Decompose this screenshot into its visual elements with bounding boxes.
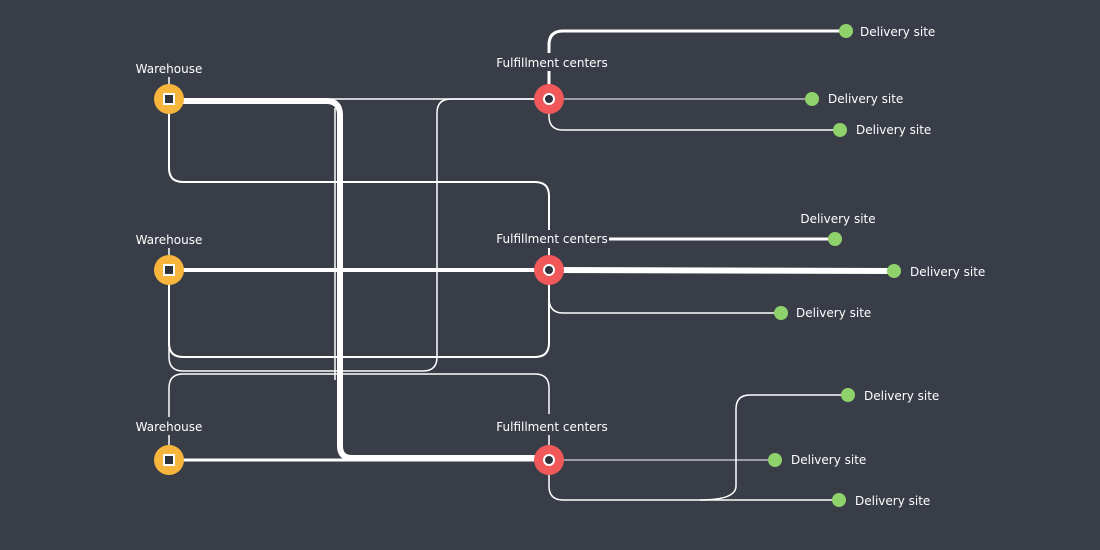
- delivery-site-node[interactable]: Delivery site: [768, 453, 866, 467]
- delivery-site-label: Delivery site: [828, 92, 903, 106]
- delivery-site-label: Delivery site: [856, 123, 931, 137]
- warehouse-square-icon: [163, 93, 175, 105]
- label-backplate: [135, 230, 205, 248]
- delivery-site-node[interactable]: Delivery site: [833, 123, 931, 137]
- delivery-site-dot: [828, 232, 842, 246]
- delivery-site-node[interactable]: Delivery site: [800, 212, 876, 246]
- fulfillment-dot-icon: [543, 454, 555, 466]
- fulfillment-center-label: Fulfillment centers: [496, 420, 607, 434]
- link-w2-f1: [168, 98, 549, 372]
- link-w1-f3: [169, 98, 549, 461]
- delivery-site-label: Delivery site: [860, 25, 935, 39]
- warehouse-label: Warehouse: [136, 62, 203, 76]
- link-f3-d3: [548, 460, 839, 501]
- delivery-site-label: Delivery site: [791, 453, 866, 467]
- delivery-site-label: Delivery site: [796, 306, 871, 320]
- fulfillment-center-node[interactable]: Fulfillment centers: [496, 56, 608, 114]
- delivery-site-dot: [832, 493, 846, 507]
- warehouse-square-icon: [163, 454, 175, 466]
- fulfillment-center-node[interactable]: Fulfillment centers: [496, 232, 608, 285]
- delivery-site-dot: [768, 453, 782, 467]
- delivery-site-node[interactable]: Delivery site: [832, 493, 930, 508]
- delivery-site-dot: [833, 123, 847, 137]
- label-backplate: [497, 230, 609, 248]
- delivery-site-dot: [774, 306, 788, 320]
- fulfillment-center-label: Fulfillment centers: [496, 232, 607, 246]
- link-w3-loop: [168, 373, 550, 418]
- delivery-site-dot: [839, 24, 853, 38]
- delivery-site-label: Delivery site: [864, 389, 939, 403]
- fulfillment-center-node[interactable]: Fulfillment centers: [496, 420, 608, 475]
- link-f2-d2: [548, 267, 895, 274]
- fulfillment-dot-icon: [543, 264, 555, 276]
- warehouse-label: Warehouse: [136, 420, 203, 434]
- link-f1-d3: [548, 99, 840, 131]
- delivery-site-label: Delivery site: [855, 494, 930, 508]
- fulfillment-center-label: Fulfillment centers: [496, 56, 607, 70]
- delivery-site-dot: [841, 388, 855, 402]
- link-w2-f2-loop: [168, 270, 550, 358]
- delivery-site-node[interactable]: Delivery site: [839, 24, 935, 39]
- delivery-site-node[interactable]: Delivery site: [887, 264, 985, 279]
- delivery-site-node[interactable]: Delivery site: [805, 92, 903, 106]
- fulfillment-dot-icon: [543, 93, 555, 105]
- link-f2-d3: [548, 270, 781, 314]
- label-backplate: [497, 417, 609, 435]
- delivery-site-label: Delivery site: [800, 212, 875, 226]
- warehouse-node[interactable]: Warehouse: [136, 62, 203, 114]
- warehouse-node[interactable]: Warehouse: [136, 420, 203, 475]
- label-backplate: [135, 59, 205, 77]
- delivery-site-dot: [887, 264, 901, 278]
- label-backplate: [135, 417, 205, 435]
- warehouse-label: Warehouse: [136, 233, 203, 247]
- label-backplate: [497, 53, 609, 71]
- link-w1-f2: [168, 99, 550, 270]
- delivery-site-node[interactable]: Delivery site: [774, 306, 871, 320]
- delivery-site-label: Delivery site: [910, 265, 985, 279]
- link-f1-d1: [547, 29, 846, 99]
- warehouse-node[interactable]: Warehouse: [136, 233, 203, 285]
- warehouse-square-icon: [163, 264, 175, 276]
- delivery-site-dot: [805, 92, 819, 106]
- link-f3-d1: [699, 394, 848, 501]
- delivery-site-node[interactable]: Delivery site: [841, 388, 939, 403]
